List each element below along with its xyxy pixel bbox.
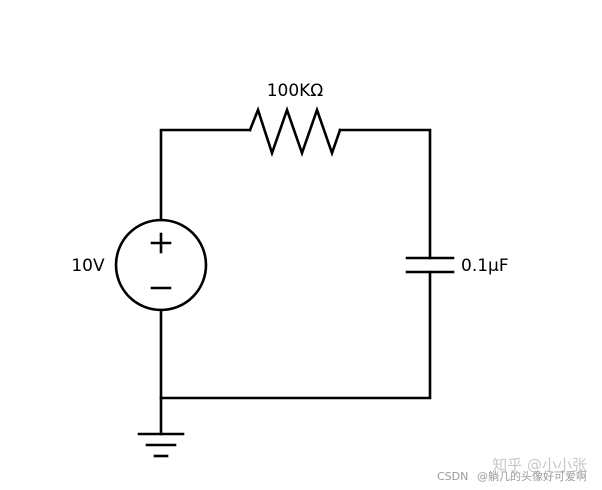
wire-top-right xyxy=(338,128,432,260)
resistor-label: 100KΩ xyxy=(267,81,324,101)
wire-bottom xyxy=(159,270,432,400)
voltage-source xyxy=(114,218,208,312)
voltage-source-circle xyxy=(114,218,208,312)
zhihu-watermark: 知乎 @小小张 xyxy=(492,456,587,474)
csdn-watermark-text: @躺几的头像好可爱啊 xyxy=(477,469,587,483)
resistor-symbol xyxy=(248,106,342,158)
csdn-watermark-prefix: CSDN xyxy=(437,470,468,483)
capacitor-label: 0.1μF xyxy=(461,256,509,276)
wire-top-left xyxy=(159,128,252,222)
ground-icon xyxy=(137,432,185,458)
plus-sign-icon xyxy=(150,232,172,254)
source-label: 10V xyxy=(71,256,105,276)
